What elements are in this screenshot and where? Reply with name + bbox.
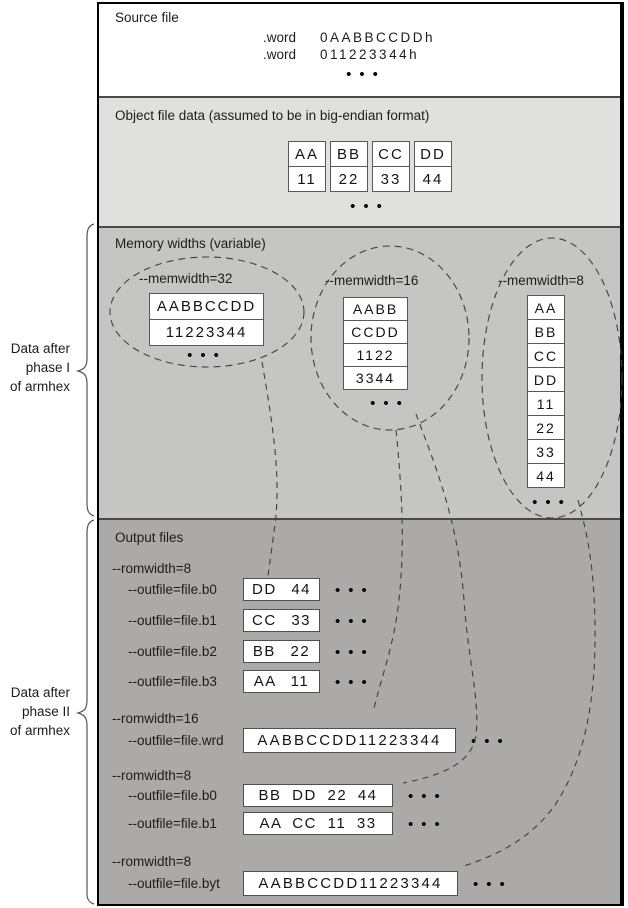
object-file-section: Object file data (assumed to be in big-e… <box>99 96 620 226</box>
byte-column: DD 44 <box>414 141 452 192</box>
output-data-box: AABBCCDD11223344 <box>243 728 456 753</box>
ellipsis-dots: ••• <box>187 347 227 364</box>
output-data-box: DD 44 <box>243 578 320 601</box>
output-data-box: CC 33 <box>243 609 320 632</box>
source-file-title: Source file <box>115 10 179 25</box>
object-byte-grid: AA 11 BB 22 CC 33 DD 44 <box>288 141 452 192</box>
output-data-box: BB DD 22 44 <box>243 784 393 807</box>
ellipsis-dots: ••• <box>408 815 448 833</box>
memwidth8-label: --memwidth=8 <box>498 273 584 288</box>
word-directive: .word <box>263 30 297 45</box>
memory-word-cell: 11223344 <box>149 319 264 346</box>
phase1-label-line2: phase I <box>25 360 70 375</box>
memory-word-cell: 44 <box>527 463 565 488</box>
outfile-label: --outfile=file.wrd <box>128 733 224 748</box>
outfile-label: --outfile=file.b0 <box>128 582 217 597</box>
memory-word-cell: 22 <box>527 415 565 440</box>
ellipsis-dots: ••• <box>335 612 375 630</box>
byte-cell: 33 <box>372 166 410 192</box>
phase2-label-line2: phase II <box>21 704 70 719</box>
outfile-label: --outfile=file.b0 <box>128 788 217 803</box>
memwidth8-stack: AA BB CC DD 11 22 33 44 <box>527 295 565 488</box>
byte-cell: CC <box>372 141 410 167</box>
output-row: --outfile=file.wrd AABBCCDD11223344 ••• <box>128 728 511 753</box>
output-row: --outfile=file.b3 AA 11 ••• <box>128 670 375 693</box>
memory-word-cell: 11 <box>527 391 565 416</box>
word-directive: .word <box>263 47 297 62</box>
phase1-label-line1: Data after <box>10 341 70 356</box>
source-word-row-2: .word 011223344h <box>263 47 419 62</box>
memory-word-cell: BB <box>527 319 565 344</box>
output-files-section: Output files --romwidth=8 --outfile=file… <box>99 518 620 904</box>
ellipsis-dots: ••• <box>335 673 375 691</box>
output-data-box: AA 11 <box>243 670 320 693</box>
memory-word-cell: 3344 <box>343 366 408 390</box>
memwidth32-stack: AABBCCDD 11223344 <box>149 293 264 346</box>
output-row: --outfile=file.b1 CC 33 ••• <box>128 609 375 632</box>
byte-cell: 44 <box>414 166 452 192</box>
phase2-label-line3: of armhex <box>9 723 70 738</box>
ellipsis-dots: ••• <box>532 494 572 511</box>
source-word-row-1: .word 0AABBCCDDh <box>263 30 435 45</box>
phase1-label: Data after phase I of armhex <box>0 339 70 396</box>
ellipsis-dots: ••• <box>346 66 386 83</box>
memory-word-cell: 33 <box>527 439 565 464</box>
diagram-frame: Source file .word 0AABBCCDDh .word 0112233… <box>97 2 624 906</box>
memory-word-cell: AA <box>527 295 565 320</box>
outfile-label: --outfile=file.byt <box>128 876 220 891</box>
phase2-label-line1: Data after <box>10 685 70 700</box>
memory-word-cell: DD <box>527 367 565 392</box>
romwidth-label: --romwidth=8 <box>112 561 192 576</box>
outfile-label: --outfile=file.b2 <box>128 644 217 659</box>
memory-word-cell: CCDD <box>343 320 408 344</box>
memory-word-cell: 1122 <box>343 343 408 367</box>
byte-cell: 22 <box>330 166 368 192</box>
memory-word-cell: AABB <box>343 297 408 321</box>
ellipsis-dots: ••• <box>335 581 375 599</box>
word-value: 0AABBCCDDh <box>320 30 436 45</box>
word-value: 011223344h <box>320 47 420 62</box>
memwidth32-label: --memwidth=32 <box>139 271 233 286</box>
phase1-brace <box>75 223 95 517</box>
output-data-box: AA CC 11 33 <box>243 812 393 835</box>
memwidth16-label: --memwidth=16 <box>325 273 419 288</box>
output-row: --outfile=file.b2 BB 22 ••• <box>128 640 375 663</box>
memory-word-cell: AABBCCDD <box>149 293 264 320</box>
outfile-label: --outfile=file.b1 <box>128 613 217 628</box>
ellipsis-dots: ••• <box>370 395 410 412</box>
source-file-section: Source file .word 0AABBCCDDh .word 0112233… <box>99 4 620 96</box>
byte-cell: AA <box>288 141 326 167</box>
ellipsis-dots: ••• <box>350 198 390 215</box>
output-data-box: AABBCCDD11223344 <box>243 871 458 896</box>
ellipsis-dots: ••• <box>408 787 448 805</box>
byte-cell: 11 <box>288 166 326 192</box>
memory-widths-title: Memory widths (variable) <box>115 236 266 251</box>
ellipsis-dots: ••• <box>335 643 375 661</box>
romwidth-label: --romwidth=8 <box>112 854 192 869</box>
phase2-brace <box>75 519 95 905</box>
ellipsis-dots: ••• <box>471 732 511 750</box>
memwidth16-stack: AABB CCDD 1122 3344 <box>343 297 408 390</box>
object-file-title: Object file data (assumed to be in big-e… <box>115 108 430 123</box>
byte-cell: BB <box>330 141 368 167</box>
romwidth-label: --romwidth=16 <box>112 711 199 726</box>
output-row: --outfile=file.byt AABBCCDD11223344 ••• <box>128 871 513 896</box>
memory-word-cell: CC <box>527 343 565 368</box>
byte-cell: DD <box>414 141 452 167</box>
outfile-label: --outfile=file.b1 <box>128 816 217 831</box>
output-data-box: BB 22 <box>243 640 320 663</box>
output-row: --outfile=file.b1 AA CC 11 33 ••• <box>128 812 448 835</box>
byte-column: BB 22 <box>330 141 368 192</box>
ellipsis-dots: ••• <box>473 875 513 893</box>
byte-column: AA 11 <box>288 141 326 192</box>
output-row: --outfile=file.b0 DD 44 ••• <box>128 578 375 601</box>
byte-column: CC 33 <box>372 141 410 192</box>
phase1-label-line3: of armhex <box>9 379 70 394</box>
memory-widths-section: Memory widths (variable) --memwidth=32 A… <box>99 226 620 518</box>
output-files-title: Output files <box>115 530 184 545</box>
output-row: --outfile=file.b0 BB DD 22 44 ••• <box>128 784 448 807</box>
romwidth-label: --romwidth=8 <box>112 768 192 783</box>
outfile-label: --outfile=file.b3 <box>128 674 217 689</box>
phase2-label: Data after phase II of armhex <box>0 683 70 740</box>
